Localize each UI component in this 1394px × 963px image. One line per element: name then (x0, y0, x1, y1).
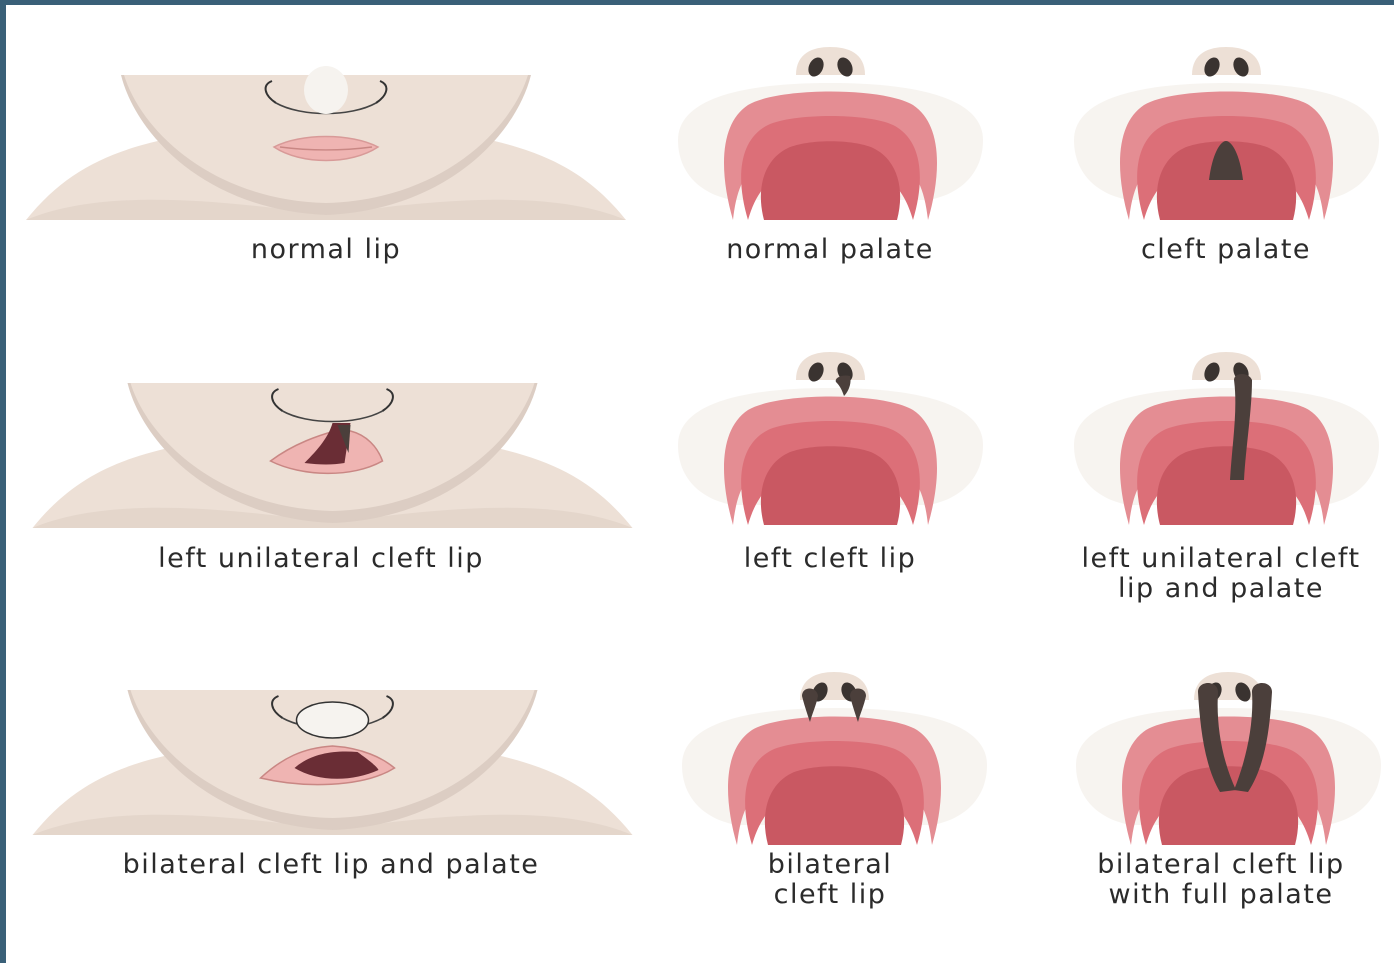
palate-illustration-left-lip (678, 350, 983, 530)
palate-inner-area (761, 141, 900, 220)
palate-illustration-bilateral-lip (682, 670, 987, 850)
caption-left-unilateral-cleft-lip-and-palate: left unilateral cleft lip and palate (1048, 544, 1394, 604)
face-illustration-left-unilateral (30, 383, 635, 528)
caption-normal-palate: normal palate (680, 235, 980, 265)
palate-illustration-cleft-palate (1074, 45, 1379, 225)
premaxilla-shape (297, 702, 369, 738)
caption-bilateral-cleft-lip-and-palate: bilateral cleft lip and palate (56, 850, 606, 880)
palate-illustration-bilateral-full (1076, 670, 1381, 850)
face-illustration-normal (26, 75, 626, 220)
caption-normal-lip: normal lip (126, 235, 526, 265)
palate-inner-area (1157, 446, 1296, 525)
caption-bilateral-cleft-lip: bilateral cleft lip (680, 850, 980, 910)
nose-shape (1192, 47, 1261, 75)
nose-shape (1192, 352, 1261, 380)
nose-shape (796, 47, 865, 75)
palate-inner-area (765, 766, 904, 845)
caption-bilateral-cleft-lip-with-full-palate: bilateral cleft lip with full palate (1056, 850, 1386, 910)
nose-shape (796, 352, 865, 380)
caption-cleft-palate: cleft palate (1076, 235, 1376, 265)
palate-inner-area (761, 446, 900, 525)
caption-left-unilateral-cleft-lip: left unilateral cleft lip (86, 544, 556, 574)
diagram-canvas: normal lip normal palate cleft palate le… (6, 5, 1394, 963)
caption-left-cleft-lip: left cleft lip (680, 544, 980, 574)
palate-illustration-left-lip-palate (1074, 350, 1379, 530)
nose-tip-highlight (304, 66, 348, 114)
palate-illustration-normal (678, 45, 983, 225)
face-illustration-bilateral (30, 690, 635, 835)
